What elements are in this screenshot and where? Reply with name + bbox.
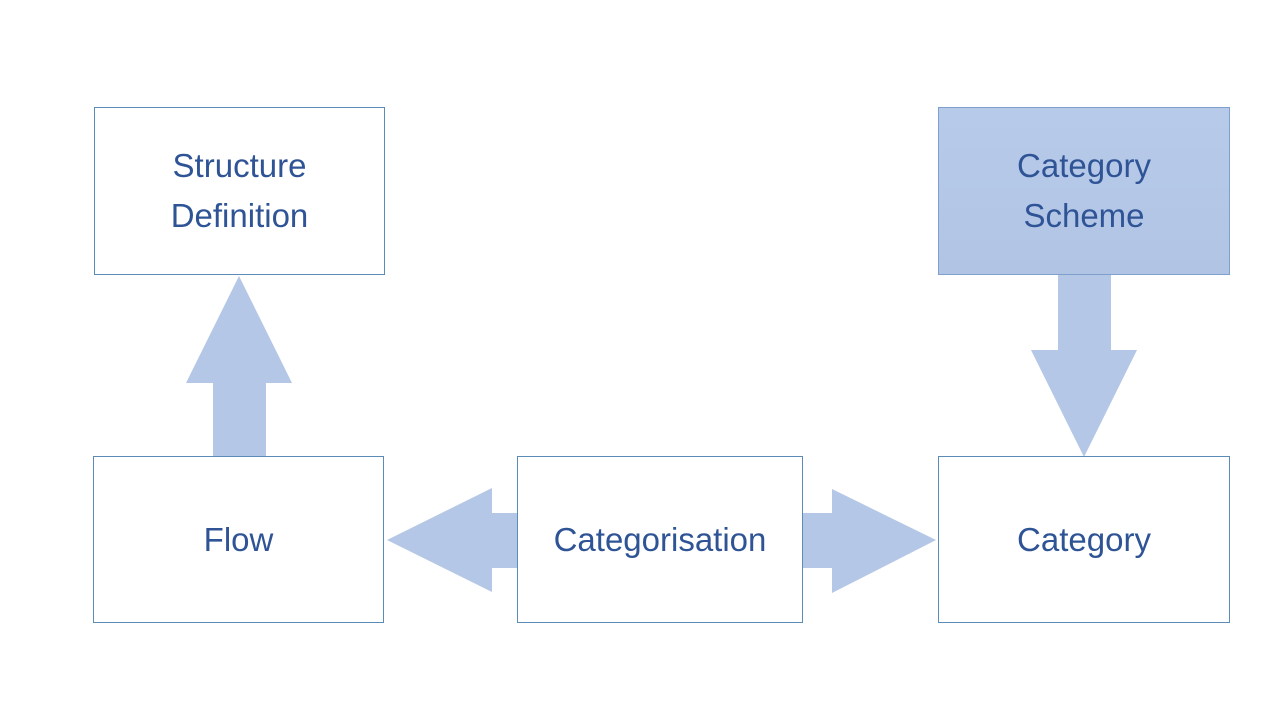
right-block-arrow bbox=[802, 489, 936, 593]
node-flow: Flow bbox=[93, 456, 384, 623]
node-structure-definition: Structure Definition bbox=[94, 107, 385, 275]
node-category-scheme-label: Category Scheme bbox=[1017, 147, 1151, 234]
up-block-arrow bbox=[186, 276, 292, 457]
node-category: Category bbox=[938, 456, 1230, 623]
node-categorisation-label: Categorisation bbox=[553, 520, 767, 558]
down-block-arrow bbox=[1031, 274, 1137, 457]
node-categorisation: Categorisation bbox=[517, 456, 803, 623]
left-block-arrow bbox=[387, 488, 518, 592]
node-category-label: Category bbox=[1017, 520, 1151, 558]
node-category-scheme: Category Scheme bbox=[938, 107, 1230, 275]
node-flow-label: Flow bbox=[203, 520, 274, 558]
node-structure-definition-label: Structure Definition bbox=[170, 147, 309, 234]
